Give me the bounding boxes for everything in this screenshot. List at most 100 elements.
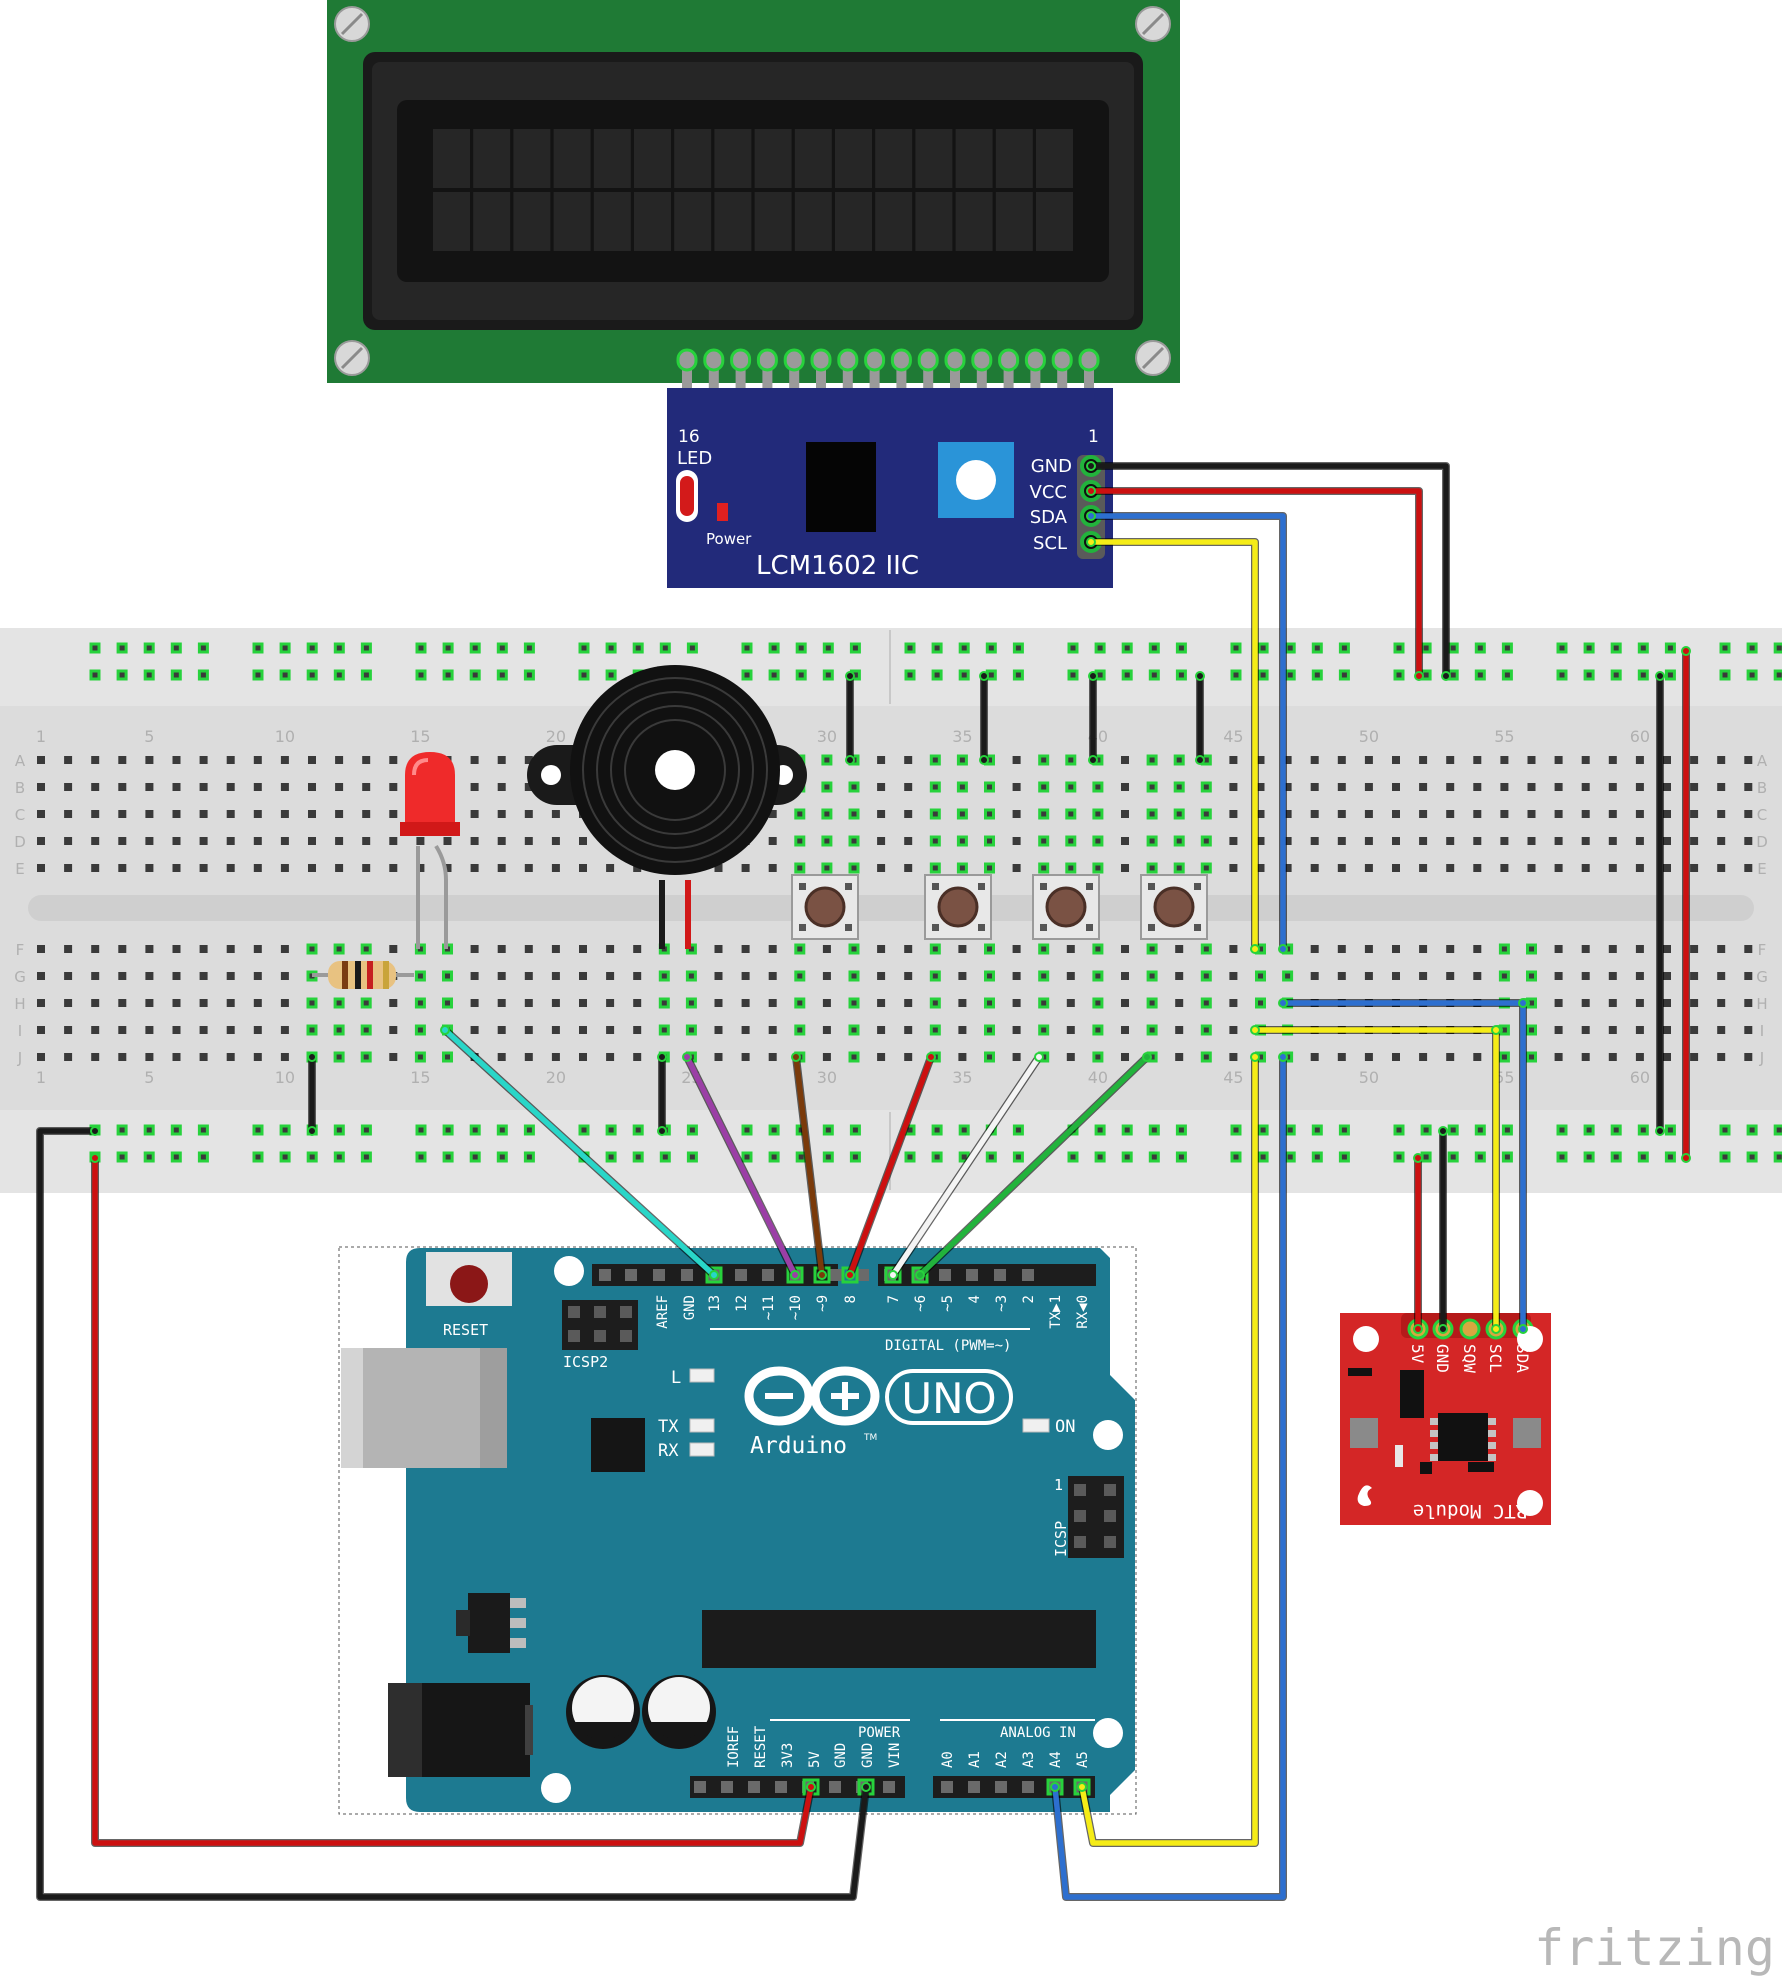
breadboard-hole[interactable] [1473,810,1482,818]
breadboard-hole[interactable] [1717,1026,1726,1034]
breadboard-hole[interactable] [1500,864,1509,872]
breadboard-hole[interactable] [1527,810,1536,818]
breadboard-hole[interactable] [1146,862,1158,874]
breadboard-hole[interactable] [199,783,208,791]
breadboard-hole[interactable] [1717,756,1726,764]
breadboard-hole[interactable] [1092,1024,1104,1036]
breadboard-hole[interactable] [1146,970,1158,982]
breadboard-hole[interactable] [658,1024,670,1036]
breadboard-hole[interactable] [524,1026,533,1034]
power-rail-hole[interactable] [1664,1151,1676,1163]
breadboard-hole[interactable] [822,1053,831,1061]
breadboard-hole[interactable] [443,837,452,845]
power-rail-hole[interactable] [252,1151,264,1163]
breadboard-hole[interactable] [904,837,913,845]
breadboard-hole[interactable] [1146,781,1158,793]
breadboard-hole[interactable] [848,808,860,820]
lcd-vcc-wire[interactable] [1088,488,1422,679]
breadboard-hole[interactable] [658,997,670,1009]
breadboard-hole[interactable] [1744,1053,1753,1061]
breadboard-hole[interactable] [1146,754,1158,766]
breadboard-hole[interactable] [1229,864,1238,872]
power-rail-hole[interactable] [1067,669,1079,681]
power-rail-hole[interactable] [1501,1124,1513,1136]
breadboard-hole[interactable] [1038,754,1050,766]
power-rail-hole[interactable] [1012,642,1024,654]
breadboard-hole[interactable] [145,756,154,764]
breadboard-hole[interactable] [877,864,886,872]
power-rail-hole[interactable] [333,669,345,681]
breadboard-hole[interactable] [199,972,208,980]
breadboard-hole[interactable] [226,756,235,764]
breadboard-hole[interactable] [414,1051,426,1063]
breadboard-hole[interactable] [1200,943,1212,955]
breadboard-hole[interactable] [1012,1026,1021,1034]
breadboard-hole[interactable] [1690,783,1699,791]
breadboard-hole[interactable] [1744,810,1753,818]
breadboard-hole[interactable] [984,862,995,874]
breadboard-hole[interactable] [958,972,967,980]
breadboard-hole[interactable] [280,837,289,845]
breadboard-hole[interactable] [37,864,45,872]
power-rail-hole[interactable] [1746,669,1758,681]
power-rail-hole[interactable] [1583,1124,1595,1136]
power-rail-hole[interactable] [496,642,508,654]
power-rail-hole[interactable] [1664,1124,1676,1136]
power-rail-hole[interactable] [170,1151,182,1163]
breadboard-hole[interactable] [1012,756,1021,764]
breadboard-hole[interactable] [118,783,127,791]
breadboard-hole[interactable] [1364,864,1373,872]
lcd-sda-wire[interactable] [1088,513,1286,952]
breadboard-hole[interactable] [1173,781,1185,793]
power-rail-hole[interactable] [1393,669,1405,681]
breadboard-hole[interactable] [226,945,235,953]
breadboard-hole[interactable] [658,970,670,982]
breadboard-hole[interactable] [1473,783,1482,791]
breadboard-hole[interactable] [199,864,208,872]
breadboard-hole[interactable] [1173,808,1185,820]
breadboard-hole[interactable] [1744,945,1753,953]
push-button[interactable] [1140,874,1208,940]
breadboard-hole[interactable] [470,864,479,872]
breadboard-hole[interactable] [904,783,913,791]
breadboard-hole[interactable] [1608,756,1617,764]
breadboard-hole[interactable] [308,864,316,872]
breadboard-hole[interactable] [226,864,235,872]
breadboard-hole[interactable] [1364,783,1373,791]
breadboard-hole[interactable] [524,837,533,845]
breadboard-hole[interactable] [253,972,262,980]
breadboard-hole[interactable] [470,1026,479,1034]
power-rail-hole[interactable] [197,1151,209,1163]
power-rail-hole[interactable] [958,1124,970,1136]
breadboard-hole[interactable] [685,1024,697,1036]
breadboard-hole[interactable] [308,783,316,791]
breadboard-hole[interactable] [1690,810,1699,818]
breadboard-hole[interactable] [362,756,371,764]
breadboard-hole[interactable] [1581,837,1590,845]
power-rail-hole[interactable] [1773,1124,1782,1136]
power-rail-hole[interactable] [1094,642,1106,654]
breadboard-hole[interactable] [118,810,127,818]
power-rail-hole[interactable] [170,642,182,654]
breadboard-hole[interactable] [1744,756,1753,764]
breadboard-hole[interactable] [118,999,127,1007]
breadboard-hole[interactable] [822,999,831,1007]
power-rail-hole[interactable] [415,1124,427,1136]
breadboard-hole[interactable] [1473,1053,1482,1061]
power-rail-hole[interactable] [768,1151,780,1163]
breadboard-hole[interactable] [714,1026,723,1034]
breadboard-hole[interactable] [1608,810,1617,818]
breadboard-hole[interactable] [606,999,615,1007]
breadboard-hole[interactable] [1446,1053,1455,1061]
breadboard-hole[interactable] [1690,945,1699,953]
power-rail-hole[interactable] [360,1151,372,1163]
breadboard-hole[interactable] [1012,837,1021,845]
breadboard-hole[interactable] [1608,837,1617,845]
power-rail-hole[interactable] [1474,1151,1486,1163]
a5-scl-wire[interactable] [1079,1054,1258,1846]
breadboard-hole[interactable] [1229,810,1238,818]
button2-pin8-wire[interactable] [847,1054,934,1278]
power-rail-hole[interactable] [170,669,182,681]
power-rail-hole[interactable] [1583,642,1595,654]
breadboard-hole[interactable] [1200,835,1212,847]
